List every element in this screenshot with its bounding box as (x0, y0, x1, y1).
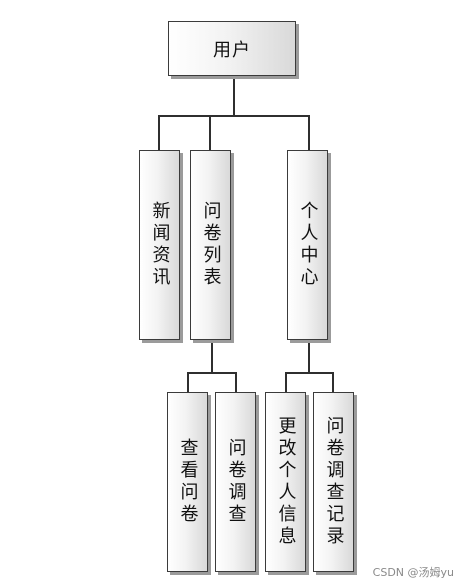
node-personal-center: 个人中心 (287, 150, 328, 340)
root-node-label: 用户 (213, 39, 251, 61)
node-view-questionnaire-label: 查看问卷 (177, 438, 199, 526)
node-questionnaire-list: 问卷列表 (190, 150, 231, 340)
watermark-text: CSDN @汤姆yu (372, 566, 454, 579)
node-news: 新闻资讯 (139, 150, 180, 340)
node-personal-center-label: 个人中心 (297, 201, 319, 289)
node-questionnaire-survey-label: 问卷调查 (225, 438, 247, 526)
node-edit-personal-info-label: 更改个人信息 (275, 416, 297, 548)
node-survey-records-label: 问卷调查记录 (323, 416, 345, 548)
node-news-label: 新闻资讯 (149, 201, 171, 289)
root-node-user: 用户 (168, 21, 296, 76)
node-questionnaire-survey: 问卷调查 (215, 392, 256, 572)
node-edit-personal-info: 更改个人信息 (265, 392, 306, 572)
node-questionnaire-list-label: 问卷列表 (200, 201, 222, 289)
node-survey-records: 问卷调查记录 (313, 392, 354, 572)
node-view-questionnaire: 查看问卷 (167, 392, 208, 572)
